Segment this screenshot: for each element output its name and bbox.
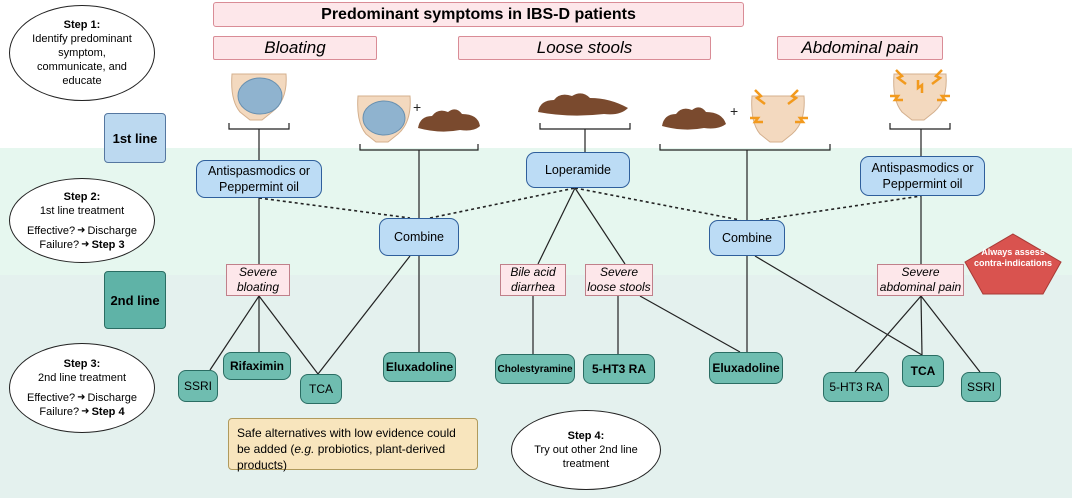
step3-next: Step 4 xyxy=(91,406,125,418)
step2-discharge: Discharge xyxy=(87,224,138,237)
symptom-loose-stools: Loose stools xyxy=(458,36,711,60)
page-title: Predominant symptoms in IBS-D patients xyxy=(213,2,744,27)
svg-text:+: + xyxy=(730,103,738,119)
svg-text:+: + xyxy=(413,99,421,115)
step1-ellipse: Step 1: Identify predominant symptom, co… xyxy=(9,5,155,101)
severe-abdominal-pain-box: Severe abdominal pain xyxy=(877,264,964,296)
step2-text: 1st line treatment xyxy=(39,204,125,217)
step4-text: Try out other 2nd line treatment xyxy=(534,444,638,470)
symptom-abdominal-pain: Abdominal pain xyxy=(777,36,943,60)
stool-icon xyxy=(538,93,628,116)
step3-ellipse: Step 3: 2nd line treatment Effective?➜Di… xyxy=(9,343,155,433)
step2-heading: Step 2: xyxy=(63,190,101,203)
step2-next: Step 3 xyxy=(91,238,125,251)
note-eg: e.g. xyxy=(294,442,315,456)
step4-ellipse: Step 4: Try out other 2nd line treatment xyxy=(511,410,661,490)
painful-abdomen-icon xyxy=(890,69,950,121)
eluxadoline-left-box: Eluxadoline xyxy=(383,352,456,382)
bloated-abdomen-icon xyxy=(357,95,411,143)
loperamide-box: Loperamide xyxy=(526,152,630,188)
step2-failure: Failure? xyxy=(39,238,80,251)
severe-loose-stools-box: Severe loose stools xyxy=(585,264,653,296)
painful-abdomen-icon xyxy=(750,89,808,143)
ssri-right-box: SSRI xyxy=(961,372,1001,402)
warning-pentagon xyxy=(964,233,1062,295)
step1-text: Identify predominant symptom, communicat… xyxy=(32,33,132,87)
note-text-1: Safe alternatives with low evidence coul… xyxy=(237,426,456,456)
tca-right-box: TCA xyxy=(902,355,944,387)
5ht3-ra-right-box: 5-HT3 RA xyxy=(823,372,889,402)
first-line-label: 1st line xyxy=(104,113,166,163)
step2-ellipse: Step 2: 1st line treatment Effective?➜Di… xyxy=(9,178,155,263)
second-line-label: 2nd line xyxy=(104,271,166,329)
combine-right-box: Combine xyxy=(709,220,785,256)
step3-text: 2nd line treatment xyxy=(37,372,127,384)
antispasmodics-right-box: Antispasmodics or Peppermint oil xyxy=(860,156,985,196)
step3-failure: Failure? xyxy=(39,406,80,418)
stool-icon xyxy=(662,107,726,130)
arrow-right-icon: ➜ xyxy=(81,406,90,417)
arrow-right-icon: ➜ xyxy=(81,238,90,250)
eluxadoline-right-box: Eluxadoline xyxy=(709,352,783,384)
antispasmodics-left-box: Antispasmodics or Peppermint oil xyxy=(196,160,322,198)
step3-discharge: Discharge xyxy=(87,392,138,404)
bile-acid-diarrhea-box: Bile acid diarrhea xyxy=(500,264,566,296)
rifaximin-box: Rifaximin xyxy=(223,352,291,380)
tca-left-box: TCA xyxy=(300,374,342,404)
arrow-right-icon: ➜ xyxy=(77,392,86,403)
step2-effective: Effective? xyxy=(26,224,76,237)
arrow-right-icon: ➜ xyxy=(77,224,86,236)
stool-icon xyxy=(418,109,480,132)
step1-heading: Step 1: xyxy=(63,19,101,31)
step3-heading: Step 3: xyxy=(63,358,101,370)
bloated-abdomen-icon xyxy=(231,73,287,121)
5ht3-ra-mid-box: 5-HT3 RA xyxy=(583,354,655,384)
alternatives-note: Safe alternatives with low evidence coul… xyxy=(228,418,478,472)
combine-left-box: Combine xyxy=(379,218,459,256)
ssri-left-box: SSRI xyxy=(178,370,218,402)
step4-heading: Step 4: xyxy=(567,430,605,442)
severe-bloating-box: Severe bloating xyxy=(226,264,290,296)
symptom-bloating: Bloating xyxy=(213,36,377,60)
warning-text: Always assess contra-indications xyxy=(973,247,1052,268)
note-text-2: probiotics, plant-derived products) xyxy=(237,442,446,472)
step3-effective: Effective? xyxy=(26,392,76,404)
cholestyramine-box: Cholestyramine xyxy=(495,354,575,384)
